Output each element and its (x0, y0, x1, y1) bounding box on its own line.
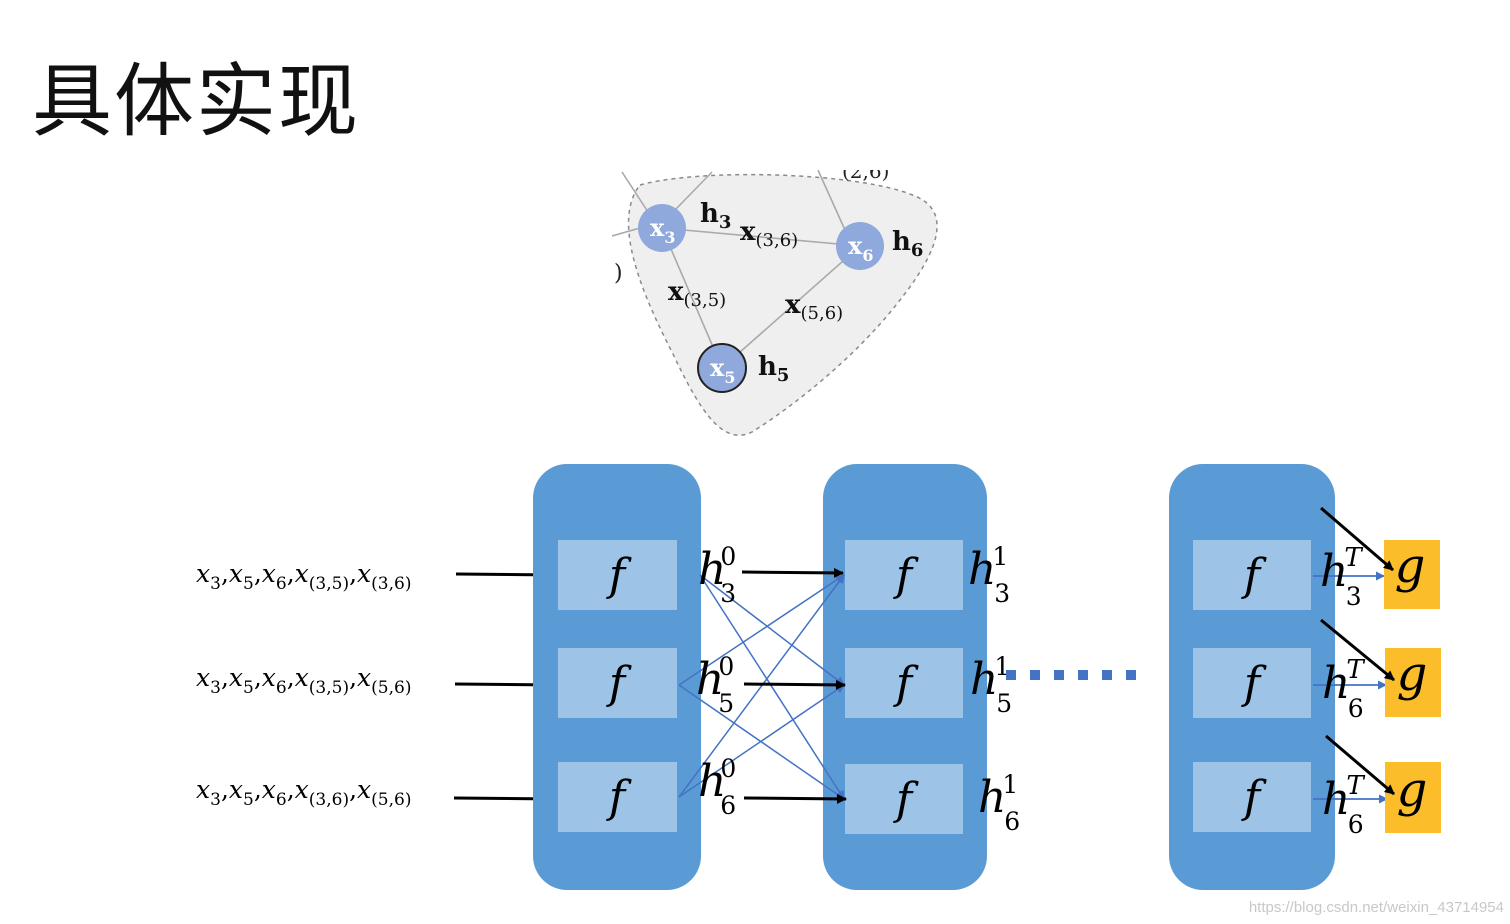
cell-f (845, 648, 963, 718)
node-x3: x3 (638, 204, 686, 252)
dot (1054, 670, 1064, 680)
cell-f (1193, 648, 1311, 718)
node-x5: x5 (697, 343, 747, 393)
watermark: https://blog.csdn.net/weixin_43714954 (1248, 899, 1504, 916)
edge-label-x35: x(3,5) (668, 277, 726, 311)
input-label-row-2: x3,x5,x6,x(3,5),x(5,6) (196, 663, 411, 698)
cell-f (1193, 540, 1311, 610)
input-labels: x3,x5,x6,x(3,5),x(3,6) x3,x5,x6,x(3,5),x… (196, 559, 411, 810)
arrow (1325, 734, 1395, 796)
output-g-label: g (1395, 538, 1426, 594)
input-label-row-1: x3,x5,x6,x(3,5),x(3,6) (196, 559, 411, 594)
output-g-label: g (1397, 646, 1428, 702)
edge-x5-x6 (721, 245, 861, 369)
cell-f (558, 762, 677, 832)
layer-arrows (741, 567, 847, 804)
node-x6: x6 (836, 222, 884, 270)
edge-label-partial: (2,6) (842, 159, 889, 183)
connector (678, 684, 845, 798)
dot (1102, 670, 1112, 680)
state-label-h6: h6 (892, 227, 923, 261)
output-g-label: g (1397, 762, 1428, 818)
edge-outer (817, 170, 846, 231)
svg-text:x6: x6 (848, 231, 873, 265)
output-g (1385, 648, 1441, 717)
graph-illustration: (2,6) ) x3 x6 x5 h3 h6 h5 x(3,6) x(3,5) … (612, 159, 938, 436)
cell-f (1193, 762, 1311, 832)
cell-f (558, 540, 677, 610)
edge-outer (674, 171, 713, 211)
cell-f (845, 540, 963, 610)
connector (699, 574, 845, 800)
edge-label-x56: x(5,6) (785, 290, 843, 324)
connector (699, 574, 845, 686)
edge-label-partial: ) (614, 261, 623, 286)
dot (1006, 670, 1016, 680)
dot (1126, 670, 1136, 680)
arrow (741, 567, 844, 578)
edge-x3-x5 (661, 227, 723, 369)
connector (678, 574, 845, 686)
connector (678, 574, 845, 798)
message-passing-connections (678, 574, 845, 800)
dot (1030, 670, 1040, 680)
cell-f (558, 648, 677, 718)
output-g (1385, 762, 1441, 833)
edge-label-x36: x(3,6) (740, 217, 798, 251)
svg-text:x3: x3 (650, 213, 675, 247)
output-g (1384, 540, 1440, 609)
continuation-dots (1006, 670, 1136, 680)
edge-x3-x6 (661, 227, 861, 247)
input-label-row-3: x3,x5,x6,x(3,6),x(5,6) (196, 775, 411, 810)
cell-f (845, 764, 963, 834)
edge-outer (621, 171, 651, 216)
edge-outer (612, 227, 641, 237)
state-label-h3: h3 (700, 199, 731, 233)
dot (1078, 670, 1088, 680)
arrow (1320, 506, 1394, 572)
connector (678, 684, 845, 800)
output-connectors (1313, 571, 1388, 804)
arrow (743, 679, 846, 690)
page-title: 具体实现 (32, 55, 360, 148)
svg-text:x5: x5 (710, 353, 735, 387)
arrow (743, 793, 847, 804)
output-arrows (1320, 506, 1395, 796)
arrow (1320, 618, 1395, 682)
state-label-h5: h5 (758, 352, 789, 386)
